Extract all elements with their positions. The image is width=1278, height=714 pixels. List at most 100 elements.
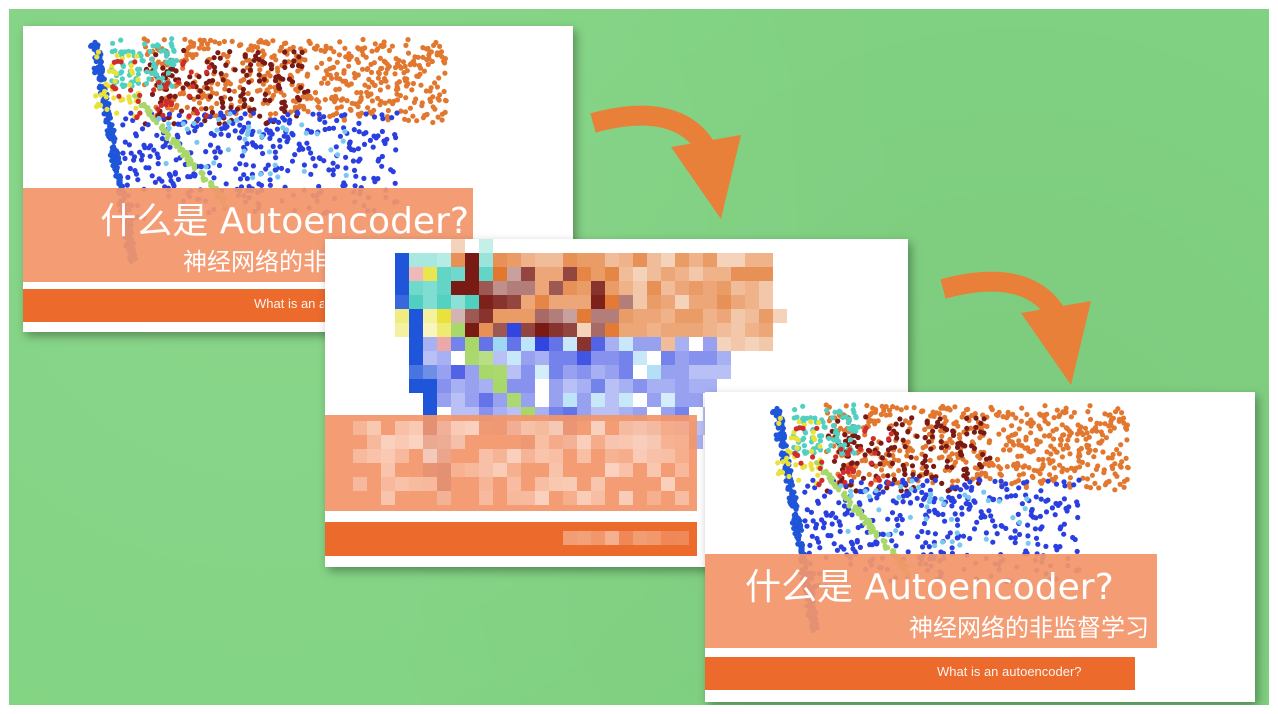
scatter-point [319,80,325,86]
scatter-point [1108,417,1115,423]
pixel-block [619,393,633,407]
scatter-point [330,160,336,166]
scatter-point [145,105,151,111]
scatter-point [1048,443,1054,449]
scatter-point [360,52,366,58]
scatter-point [355,158,362,164]
scatter-point [920,482,926,488]
scatter-point [281,40,288,47]
scatter-point [193,51,199,58]
scatter-point [106,68,112,74]
scatter-point [841,546,847,552]
scatter-point [174,58,180,64]
scatter-point [184,104,190,110]
scatter-point [931,499,937,505]
scatter-point [848,539,854,545]
scatter-point [206,64,212,70]
scatter-point [216,116,222,122]
scatter-point [838,446,844,452]
scatter-point [282,49,288,55]
pixel-block [717,365,731,379]
pixel-block [661,435,675,449]
pixel-block [717,323,731,337]
scatter-point [229,38,235,44]
pixel-block [563,337,577,351]
scatter-point [432,80,438,86]
scatter-point [169,140,175,146]
scatter-point [148,56,155,62]
scatter-point [114,52,120,59]
scatter-point [160,65,166,71]
pixel-block [675,491,689,505]
scatter-point [836,438,842,445]
scatter-point [308,171,314,177]
scatter-point [815,500,821,506]
pixel-block [535,337,549,351]
scatter-point [1036,456,1042,463]
scatter-point [1057,412,1063,418]
scatter-point [287,46,293,52]
scatter-point [847,498,853,505]
scatter-point [1037,526,1044,532]
scatter-point [251,57,257,63]
scatter-point [289,158,296,164]
pixel-block [759,281,773,295]
scatter-point [800,403,806,409]
pixel-block [591,531,605,545]
scatter-point [848,488,854,494]
scatter-point [348,81,354,87]
pixel-block [591,393,605,407]
scatter-point [1065,445,1071,451]
pixel-block [437,267,451,281]
pixel-block [647,267,661,281]
scatter-point [384,136,390,142]
pixel-block [689,267,703,281]
scatter-point [343,154,349,160]
pixel-block [423,323,437,337]
scatter-point [938,445,945,451]
scatter-point [331,64,337,70]
scatter-point [819,477,825,483]
scatter-point [873,488,879,494]
pixel-block [381,463,395,477]
scatter-point [816,419,822,426]
scatter-point [785,461,791,467]
scatter-point [223,62,229,68]
scatter-point [845,465,851,471]
pixel-block [605,253,619,267]
pixel-block [647,463,661,477]
scatter-point [282,103,288,109]
scatter-point [1107,412,1113,418]
pixel-block [535,435,549,449]
scatter-point [925,529,931,536]
scatter-point [903,405,909,411]
scatter-point [228,104,234,111]
scatter-point [363,130,369,136]
scatter-point [393,147,399,153]
pixel-block [605,435,619,449]
scatter-point [794,452,800,458]
pixel-block [577,491,591,505]
scatter-point [322,119,328,125]
scatter-point [827,489,833,495]
scatter-point [204,41,211,47]
pixel-block [605,267,619,281]
scatter-point [959,414,965,420]
pixel-block [395,477,409,491]
scatter-point [814,425,820,431]
scatter-point [371,82,377,88]
scatter-point [385,84,391,90]
scatter-point [1012,493,1019,499]
scatter-point [142,145,148,151]
scatter-point [215,81,221,87]
pixel-block [633,337,647,351]
scatter-point [301,168,307,174]
scatter-point [863,414,869,420]
scatter-point [1038,412,1044,418]
scatter-point [122,82,128,88]
scatter-point [887,412,893,418]
scatter-point [834,431,840,437]
scatter-point [897,512,903,519]
scatter-point [929,434,935,440]
scatter-point [169,43,175,49]
